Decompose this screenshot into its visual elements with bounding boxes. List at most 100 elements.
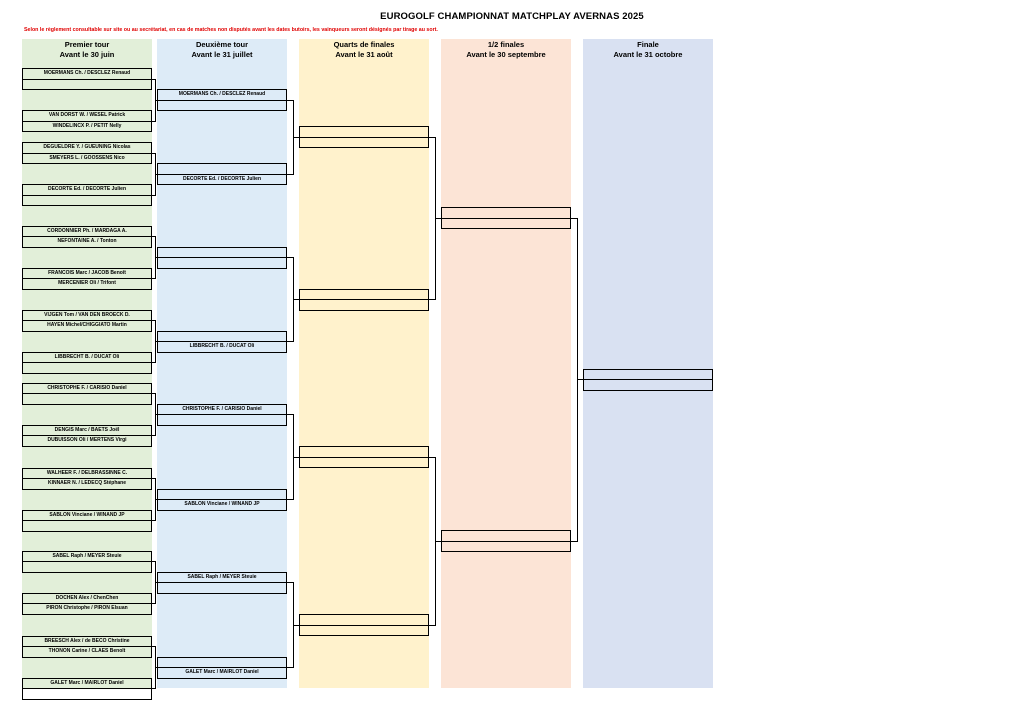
- bracket-connector: [287, 257, 293, 258]
- bracket-connector: [152, 603, 155, 604]
- player-slot[interactable]: DUBUISSON Oli / MERTENS Virgi: [22, 435, 152, 447]
- player-slot[interactable]: [299, 624, 429, 636]
- bracket-connector: [152, 278, 155, 279]
- player-slot[interactable]: HAYEN Michel/CHIGGIATO Martin: [22, 320, 152, 332]
- player-slot[interactable]: SABLON Vinciane / WINAND JP: [157, 499, 287, 511]
- player-slot[interactable]: [157, 99, 287, 111]
- bracket-connector: [152, 236, 155, 237]
- slot-name: DECORTE Ed. / DECORTE Julien: [182, 175, 262, 182]
- player-slot[interactable]: SMEYERS L. / GOOSSENS Nico: [22, 152, 152, 164]
- bracket-connector: [571, 217, 577, 219]
- round-deadline: Avant le 30 septembre: [466, 50, 546, 59]
- bracket-connector: [429, 456, 435, 458]
- slot-name: CHRISTOPHE F. / CARISIO Daniel: [47, 384, 127, 391]
- player-slot[interactable]: [22, 561, 152, 573]
- player-slot[interactable]: [299, 136, 429, 148]
- player-slot[interactable]: [299, 299, 429, 311]
- player-slot[interactable]: GALET Marc / MAIRLOT Daniel: [157, 667, 287, 679]
- bracket-connector: [287, 99, 293, 101]
- bracket-connector: [287, 667, 293, 668]
- bracket-connector: [429, 299, 435, 300]
- round-column-4: [441, 39, 571, 688]
- bracket-connector: [152, 194, 155, 196]
- player-slot[interactable]: MERCENIER Oli / Trifont: [22, 278, 152, 290]
- player-slot[interactable]: WINDELINCX P. / PETIT Nelly: [22, 120, 152, 132]
- slot-name: CHRISTOPHE F. / CARISIO Daniel: [182, 405, 262, 412]
- slot-name: VAN DORST W. / WESEL Patrick: [48, 112, 126, 118]
- bracket-connector: [154, 582, 157, 583]
- slot-name: PIRON Christophe / PIRON Elsuan: [46, 605, 128, 611]
- player-slot[interactable]: KINNAER N. / LEDECQ Stéphane: [22, 478, 152, 490]
- bracket-connector: [152, 646, 155, 647]
- player-slot[interactable]: NEFONTAINE A. / Tonton: [22, 236, 152, 248]
- slot-name: SABLON Vinciane / WINAND JP: [49, 511, 125, 518]
- slot-name: CORDONNIER Ph. / MARDAGA A.: [47, 227, 127, 234]
- bracket-connector: [152, 561, 155, 562]
- player-slot[interactable]: [441, 217, 571, 230]
- round-column-2: [157, 39, 287, 688]
- slot-name: SABLON Vinciane / WINAND JP: [184, 501, 260, 507]
- bracket-connector: [435, 217, 441, 219]
- bracket-connector: [287, 414, 293, 415]
- slot-name: HAYEN Michel/CHIGGIATO Martin: [47, 322, 127, 328]
- player-slot[interactable]: [22, 78, 152, 90]
- player-slot[interactable]: [22, 393, 152, 405]
- player-slot[interactable]: [22, 194, 152, 206]
- bracket-connector: [154, 99, 157, 101]
- player-slot[interactable]: [157, 414, 287, 426]
- slot-name: DENGIS Marc / BAETS Joël: [54, 426, 120, 433]
- slot-name: LIBBRECHT B. / DUCAT Oli: [189, 343, 255, 349]
- bracket-connector: [152, 688, 155, 689]
- slot-name: KINNAER N. / LEDECQ Stéphane: [47, 480, 127, 486]
- slot-name: DECORTE Ed. / DECORTE Julien: [47, 186, 127, 192]
- bracket-connector: [429, 624, 435, 626]
- slot-name: WINDELINCX P. / PETIT Nelly: [52, 122, 122, 129]
- player-slot[interactable]: [583, 379, 713, 391]
- round-name: Premier tour: [64, 40, 110, 49]
- bracket-connector: [152, 435, 155, 436]
- bracket-connector: [571, 540, 577, 542]
- player-slot[interactable]: DECORTE Ed. / DECORTE Julien: [157, 173, 287, 185]
- round-deadline: Avant le 31 août: [335, 50, 393, 59]
- bracket-connector: [154, 341, 157, 342]
- player-slot[interactable]: THONON Carine / CLAES Benoît: [22, 646, 152, 658]
- slot-name: FRANCOIS Marc / JACOB Benoît: [48, 269, 126, 276]
- bracket-connector: [287, 341, 293, 342]
- slot-name: MOERMANS Ch. / DESCLEZ Renaud: [43, 70, 131, 76]
- player-slot[interactable]: [22, 362, 152, 374]
- page-title: EUROGOLF CHAMPIONNAT MATCHPLAY AVERNAS 2…: [380, 11, 644, 22]
- slot-name: NEFONTAINE A. / Tonton: [57, 238, 117, 244]
- slot-name: GALET Marc / MAIRLOT Daniel: [50, 679, 124, 686]
- bracket-connector: [287, 582, 293, 583]
- player-slot[interactable]: [157, 582, 287, 594]
- player-slot[interactable]: [22, 520, 152, 532]
- bracket-connector: [152, 393, 155, 394]
- player-slot[interactable]: [441, 540, 571, 552]
- player-slot[interactable]: LIBBRECHT B. / DUCAT Oli: [157, 341, 287, 353]
- slot-name: MOERMANS Ch. / DESCLEZ Renaud: [178, 91, 266, 97]
- bracket-connector: [293, 624, 299, 626]
- player-slot[interactable]: [22, 688, 152, 700]
- bracket-connector: [429, 136, 435, 138]
- round-name: Finale: [637, 40, 659, 49]
- player-slot[interactable]: [299, 456, 429, 468]
- bracket-connector: [152, 78, 155, 80]
- round-name: Quarts de finales: [333, 40, 395, 49]
- bracket-connector: [287, 173, 293, 175]
- bracket-connector: [154, 414, 157, 415]
- player-slot[interactable]: PIRON Christophe / PIRON Elsuan: [22, 603, 152, 615]
- slot-name: DUBUISSON Oli / MERTENS Virgi: [47, 437, 127, 443]
- round-name: 1/2 finales: [487, 40, 525, 49]
- bracket-connector: [154, 667, 157, 668]
- slot-name: THONON Carine / CLAES Benoît: [48, 648, 126, 654]
- bracket-connector: [435, 540, 441, 542]
- bracket-connector: [152, 120, 155, 122]
- bracket-connector: [152, 520, 155, 521]
- round-deadline: Avant le 30 juin: [59, 50, 115, 59]
- player-slot[interactable]: [157, 257, 287, 269]
